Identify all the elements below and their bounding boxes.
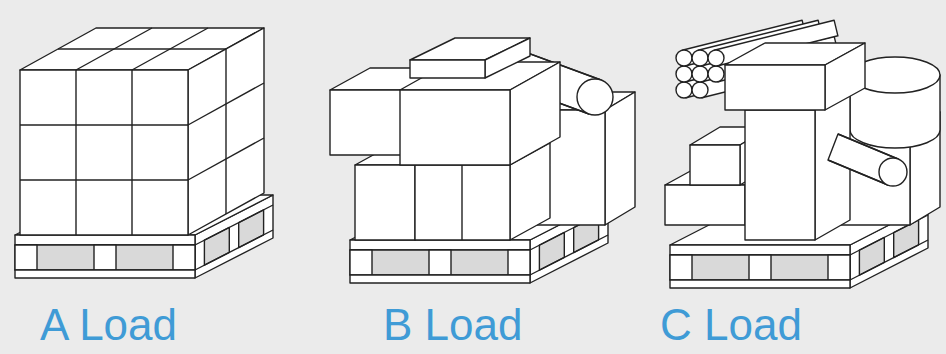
load-label: C Load (660, 300, 802, 350)
carton-part (825, 43, 865, 110)
uniform-box-stack-part (132, 28, 208, 70)
uniform-box-stack-part (58, 48, 226, 49)
pipe-bundle-part (676, 82, 692, 98)
pipe-bundle-part (708, 50, 724, 66)
uniform-box-stack (20, 28, 264, 235)
carton-part (745, 110, 815, 240)
pipe-bundle-part (676, 66, 692, 82)
uniform-box-stack-part (20, 179, 188, 180)
carton (410, 38, 530, 78)
uniform-box-stack-part (76, 28, 152, 70)
uniform-box-stack-part (188, 138, 264, 180)
carton (745, 90, 850, 240)
pipe-bundle-part (692, 82, 708, 98)
uniform-box-stack-part (188, 83, 264, 125)
carton-part (415, 165, 510, 240)
uniform-box-stack-part (75, 70, 76, 235)
pipe-bundle-part (676, 50, 692, 66)
b-load-illustration (330, 38, 635, 283)
carton-part (725, 65, 825, 110)
pipe-bundle-part (708, 66, 724, 82)
uniform-box-stack-part (20, 124, 188, 125)
carton-part (605, 92, 635, 225)
uniform-box-stack-part (20, 70, 188, 235)
carton-part (400, 90, 510, 165)
load-label: A Load (40, 300, 177, 350)
carton-part (665, 185, 745, 225)
carton-part (690, 145, 740, 185)
carton-part (461, 165, 462, 240)
uniform-box-stack-part (225, 49, 226, 214)
pipe-bundle-part (692, 50, 708, 66)
carton-part (355, 165, 415, 240)
carton (725, 43, 865, 110)
carton-part (330, 90, 405, 155)
cylinder-part (838, 134, 898, 159)
carton-part (510, 62, 560, 165)
uniform-box-stack-part (131, 70, 132, 235)
carton-part (485, 38, 530, 78)
c-load-illustration (665, 20, 940, 288)
carton-part (410, 60, 485, 78)
cylinder-part (577, 79, 613, 115)
pipe-bundle-part (692, 66, 708, 82)
cylinder (828, 134, 907, 186)
uniform-box-stack-part (188, 28, 264, 235)
cylinder-part (879, 158, 907, 186)
load-label: B Load (383, 300, 522, 350)
a-load-illustration (15, 28, 273, 278)
